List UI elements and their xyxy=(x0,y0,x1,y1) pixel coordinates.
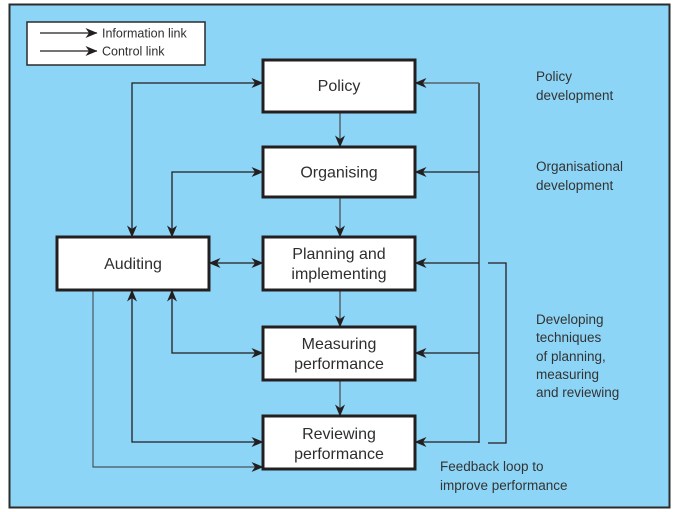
annotation-line: improve performance xyxy=(440,478,568,493)
annotation-line: techniques xyxy=(536,330,602,345)
node-policy: Policy xyxy=(261,58,417,114)
annotation-feedback-loop: Feedback loop to improve performance xyxy=(440,459,568,493)
arrow-auditing-organising xyxy=(167,167,264,238)
legend-box xyxy=(26,21,206,66)
node-auditing-label: Auditing xyxy=(104,256,162,273)
feedback-loop-arrows xyxy=(414,78,507,447)
node-reviewing-label-line2: performance xyxy=(294,446,384,463)
node-measuring-label-line1: Measuring xyxy=(302,336,377,353)
arrow-auditing-policy xyxy=(127,78,264,238)
techniques-bracket xyxy=(488,262,507,444)
annotation-organisational-development: Organisational development xyxy=(536,159,623,193)
node-organising-label: Organising xyxy=(300,165,377,182)
node-auditing: Auditing xyxy=(55,235,211,292)
node-reviewing-label-line1: Reviewing xyxy=(302,426,376,443)
arrow-auditing-reviewing xyxy=(127,289,264,447)
annotation-line: measuring xyxy=(536,367,599,382)
node-planning-label-line2: implementing xyxy=(291,266,386,283)
node-organising: Organising xyxy=(261,145,417,199)
node-planning-label-line1: Planning and xyxy=(292,246,385,263)
legend: Information link Control link xyxy=(26,21,206,66)
annotation-line: Policy xyxy=(536,69,572,84)
annotation-developing-techniques: Developing techniques of planning, measu… xyxy=(536,312,619,400)
arrow-auditing-to-reviewing-info xyxy=(92,290,264,472)
annotation-line: Developing xyxy=(536,312,604,327)
node-planning: Planning and implementing xyxy=(261,235,417,292)
node-reviewing: Reviewing performance xyxy=(261,414,417,471)
node-measuring-label-line2: performance xyxy=(294,356,384,373)
legend-information-link: Information link xyxy=(102,27,188,41)
node-measuring: Measuring performance xyxy=(261,325,417,382)
annotation-line: development xyxy=(536,178,614,193)
annotation-line: and reviewing xyxy=(536,385,619,400)
node-policy-label: Policy xyxy=(318,78,361,95)
annotation-line: Feedback loop to xyxy=(440,459,544,474)
legend-control-link: Control link xyxy=(102,45,165,59)
annotation-policy-development: Policy development xyxy=(536,69,614,103)
annotation-line: of planning, xyxy=(536,349,606,364)
auditing-arrows xyxy=(92,78,264,472)
annotation-line: development xyxy=(536,88,614,103)
annotation-line: Organisational xyxy=(536,159,623,174)
